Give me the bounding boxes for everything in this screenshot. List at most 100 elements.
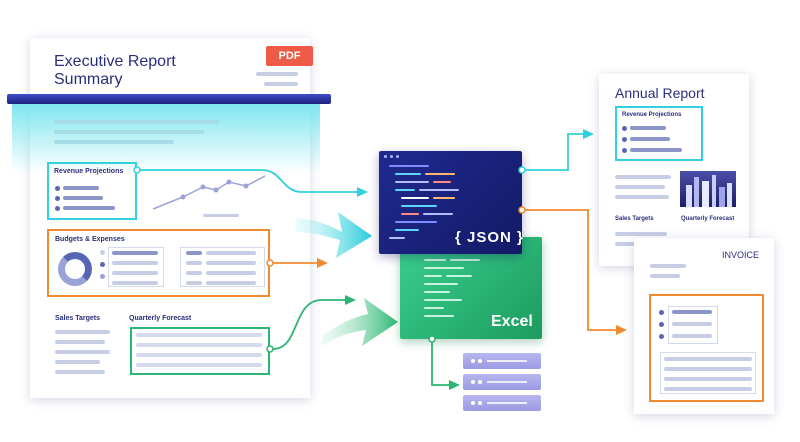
table-line	[206, 271, 256, 275]
bullet-line	[63, 206, 115, 210]
table-line	[186, 261, 202, 265]
sheet-line	[424, 283, 458, 285]
scanner-bar	[7, 94, 331, 104]
database-stack-icon	[463, 395, 541, 411]
bullet	[55, 186, 60, 191]
invoice-table-bottom	[660, 352, 756, 394]
table-line	[664, 387, 752, 391]
bullet	[55, 196, 60, 201]
body-line	[615, 175, 671, 179]
body-line	[54, 130, 204, 134]
body-line	[615, 232, 667, 236]
table-line	[206, 261, 256, 265]
bullet-line	[630, 148, 682, 152]
table-line	[664, 367, 752, 371]
bullet	[659, 310, 664, 315]
invoice-table-top	[668, 306, 718, 344]
revenue-projections-label: Revenue Projections	[54, 168, 124, 175]
table-line	[186, 281, 202, 285]
header-line	[256, 72, 298, 76]
excel-to-database-connector	[428, 335, 460, 390]
code-line	[401, 197, 429, 199]
big-cyan-arrow	[296, 212, 372, 258]
budget-table-right	[180, 247, 265, 287]
quarterly-forecast-label: Quarterly Forecast	[129, 315, 192, 322]
window-dot	[390, 155, 393, 158]
revenue-line-chart	[152, 175, 266, 217]
legend-dot	[100, 250, 105, 255]
revenue-to-json-connector	[133, 166, 368, 197]
sheet-line	[450, 259, 480, 261]
table-line	[112, 251, 158, 255]
table-line	[664, 357, 752, 361]
body-line	[650, 274, 680, 278]
table-line	[672, 310, 712, 314]
code-line	[389, 237, 405, 239]
table-line	[206, 281, 256, 285]
bullet-line	[63, 186, 99, 190]
legend-dot	[100, 274, 105, 279]
sales-targets-label: Sales Targets	[55, 315, 101, 322]
excel-label: Excel	[491, 313, 533, 330]
excel-output-panel: Excel	[400, 237, 542, 339]
code-line	[433, 197, 455, 199]
body-line	[55, 360, 100, 364]
bullet	[622, 137, 627, 142]
table-line	[186, 251, 202, 255]
table-line	[112, 271, 158, 275]
table-line	[136, 353, 262, 357]
json-label: { JSON }	[455, 229, 524, 246]
table-line	[136, 363, 262, 367]
legend-dot	[100, 262, 105, 267]
bullet-line	[630, 126, 666, 130]
code-line	[401, 205, 437, 207]
header-line	[264, 82, 298, 86]
code-line	[425, 173, 455, 175]
code-line	[395, 181, 429, 183]
table-line	[672, 334, 712, 338]
code-line	[395, 189, 415, 191]
bullet-line	[63, 196, 103, 200]
body-line	[55, 350, 110, 354]
table-line	[664, 377, 752, 381]
window-dot	[384, 155, 387, 158]
donut-chart-icon	[58, 252, 92, 286]
sheet-line	[424, 315, 454, 317]
table-line	[112, 261, 158, 265]
code-line	[433, 181, 451, 183]
table-line	[186, 271, 202, 275]
sheet-line	[424, 299, 462, 301]
body-line	[54, 120, 219, 124]
bullet	[659, 322, 664, 327]
forecast-to-excel-connector	[266, 295, 356, 353]
sheet-line	[424, 275, 442, 277]
scan-highlight-band	[12, 104, 320, 170]
body-line	[55, 340, 105, 344]
body-line	[650, 264, 686, 268]
body-line	[55, 370, 105, 374]
code-line	[389, 165, 429, 167]
annual-revenue-label: Revenue Projections	[622, 112, 682, 118]
sheet-line	[446, 275, 472, 277]
budget-table-left	[108, 247, 164, 287]
code-line	[419, 189, 459, 191]
pdf-badge: PDF	[266, 46, 313, 66]
body-line	[615, 195, 669, 199]
invoice-data-box	[649, 294, 764, 402]
budgets-expenses-label: Budgets & Expenses	[55, 236, 125, 243]
json-to-annual-connector	[518, 129, 594, 174]
annual-sales-label: Sales Targets	[615, 216, 654, 222]
annual-forecast-label: Quarterly Forecast	[681, 216, 735, 222]
budgets-to-json-connector	[266, 258, 328, 268]
table-line	[136, 343, 262, 347]
database-stack-icon	[463, 374, 541, 390]
code-line	[423, 213, 453, 215]
bullet	[622, 126, 627, 131]
sheet-line	[424, 291, 450, 293]
body-line	[615, 185, 665, 189]
code-line	[395, 221, 437, 223]
body-line	[54, 140, 174, 144]
revenue-projections-box	[47, 162, 137, 220]
code-line	[395, 229, 419, 231]
